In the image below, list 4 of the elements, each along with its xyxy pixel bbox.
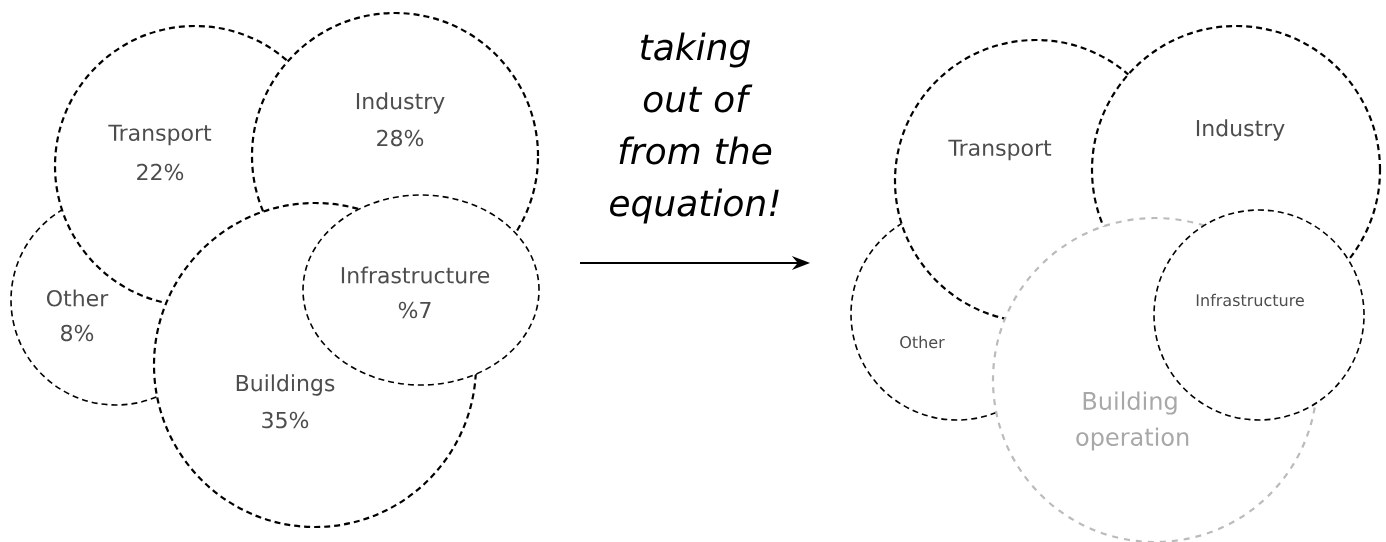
node-label: 35% <box>262 411 309 429</box>
node-label: Infrastructure <box>1196 293 1304 307</box>
node-label: Industry <box>1196 119 1285 141</box>
handwritten-note: taking out of from the equation! <box>610 32 779 224</box>
